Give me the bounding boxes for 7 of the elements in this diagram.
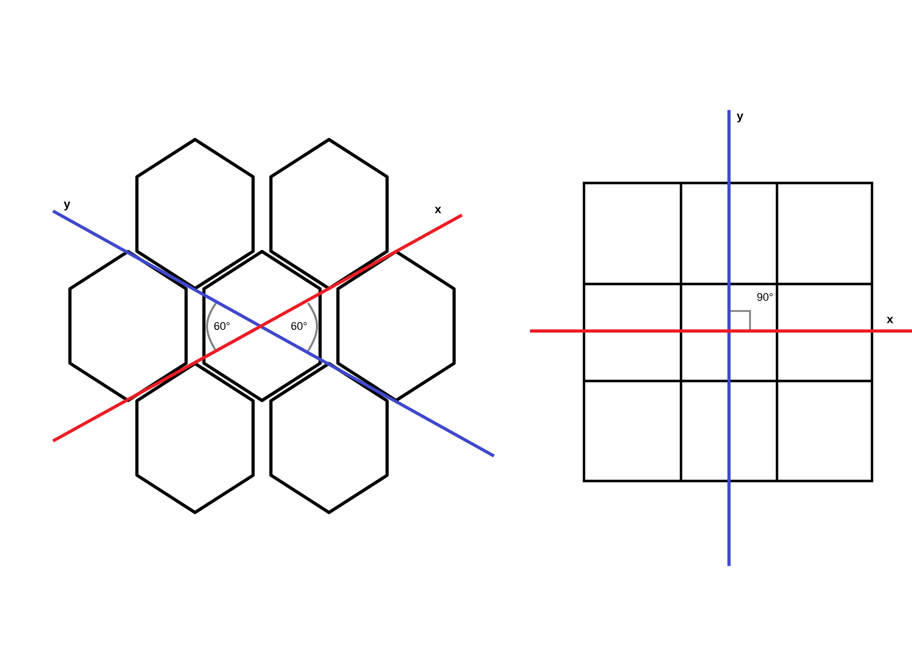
angle-label: 90° — [757, 293, 773, 301]
angle-label: 60° — [214, 322, 230, 330]
angle-label: 60° — [291, 322, 307, 330]
axis-label: y — [736, 114, 744, 122]
axis-label: y — [64, 202, 70, 210]
axis-label: x — [886, 316, 894, 324]
axis-label: x — [434, 206, 442, 214]
